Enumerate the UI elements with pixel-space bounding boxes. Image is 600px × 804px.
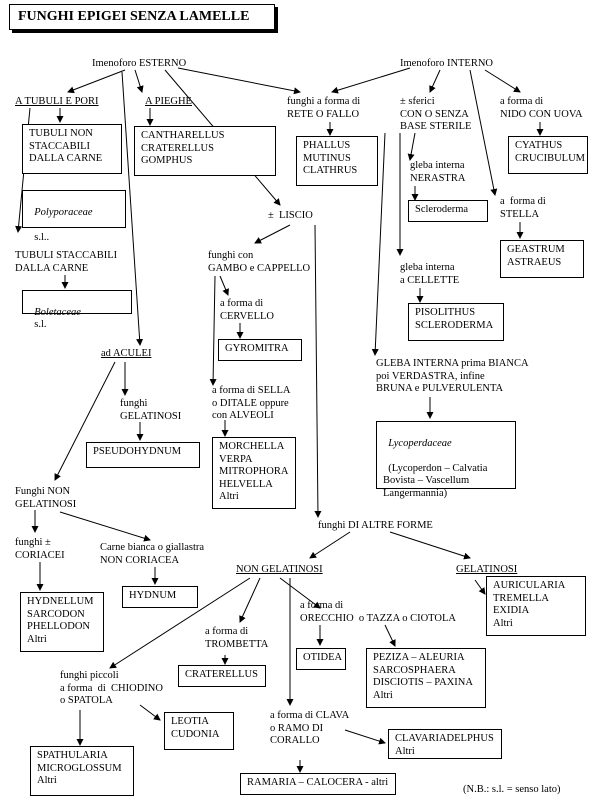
label-gleba-bianca: GLEBA INTERNA prima BIANCA poi VERDASTRA… [376, 358, 529, 394]
box-craterellus: CRATERELLUS [178, 665, 266, 687]
box-auricularia: AURICULARIA TREMELLA EXIDIA Altri [486, 576, 586, 636]
label-non-gelatinosi: NON GELATINOSI [236, 564, 323, 575]
box-pseudohydnum: PSEUDOHYDNUM [86, 442, 200, 468]
label-tubuli-staccabili: TUBULI STACCABILI DALLA CARNE [15, 250, 118, 274]
label-trombetta: a forma di TROMBETTA [205, 626, 269, 650]
label-clava-corallo: a forma di CLAVA o RAMO DI CORALLO [270, 710, 350, 746]
box-otidea: OTIDEA [296, 648, 346, 670]
diagram-title: FUNGHI EPIGEI SENZA LAMELLE [9, 4, 275, 30]
box-phallus: PHALLUS MUTINUS CLATHRUS [296, 136, 378, 186]
label-stella: a forma di STELLA [500, 196, 546, 220]
label-liscio: ± LISCIO [268, 210, 313, 221]
box-hydnellum: HYDNELLUM SARCODON PHELLODON Altri [20, 592, 104, 652]
box-scleroderma: Scleroderma [408, 200, 488, 222]
box-hydnum: HYDNUM [122, 586, 198, 608]
box-spathularia: SPATHULARIA MICROGLOSSUM Altri [30, 746, 134, 796]
box-tubuli-non-staccabili: TUBULI NON STACCABILI DALLA CARNE [22, 124, 122, 174]
box-polyporaceae: Polyporaceae s.l.. [22, 190, 126, 243]
polyporaceae-name: Polyporaceae [34, 206, 93, 218]
label-a-tubuli-e-pori: A TUBULI E PORI [15, 96, 99, 107]
label-imenoforo-interno: Imenoforo INTERNO [400, 58, 494, 69]
box-clavariadelphus: CLAVARIADELPHUS Altri [388, 729, 502, 759]
box-geastrum: GEASTRUM ASTRAEUS [500, 240, 584, 278]
box-morchella: MORCHELLA VERPA MITROPHORA HELVELLA Altr… [212, 437, 296, 509]
boletaceae-sl: s.l. [34, 319, 47, 330]
label-imenoforo-esterno: Imenoforo ESTERNO [92, 58, 187, 69]
label-coriacei: funghi ± CORIACEI [15, 537, 65, 561]
label-gambo-e-cappello: funghi con GAMBO e CAPPELLO [208, 250, 311, 274]
polyporaceae-sl: s.l.. [34, 231, 50, 243]
label-gleba-cellette: gleba interna a CELLETTE [400, 262, 460, 286]
box-gyromitra: GYROMITRA [218, 339, 302, 361]
label-sferici: ± sferici CON O SENZA BASE STERILE [400, 96, 472, 132]
label-funghi-non-gelatinosi: Funghi NON GELATINOSI [15, 486, 77, 510]
label-sella-ditale-alveoli: a forma di SELLA o DITALE oppure con ALV… [212, 385, 291, 421]
box-pisolithus: PISOLITHUS SCLERODERMA [408, 303, 504, 341]
label-cervello: a forma di CERVELLO [220, 298, 274, 322]
box-leotia: LEOTIA CUDONIA [164, 712, 234, 750]
label-nido-con-uova: a forma di NIDO CON UOVA [500, 96, 583, 120]
box-ramaria: RAMARIA – CALOCERA - altri [240, 773, 396, 795]
box-lycoperdaceae: Lycoperdaceae (Lycoperdon – Calvatia Bov… [376, 421, 516, 499]
label-gleba-nerastra: gleba interna NERASTRA [410, 160, 466, 184]
lycoperdaceae-list: (Lycoperdon – Calvatia Bovista – Vascell… [383, 462, 488, 499]
label-a-pieghe: A PIEGHE [145, 96, 192, 107]
label-orecchio-tazza-ciotola: a forma di ORECCHIO o TAZZA o CIOTOLA [300, 600, 456, 624]
label-chiodino-spatola: funghi piccoli a forma di CHIODINO o SPA… [60, 670, 163, 706]
lycoperdaceae-name: Lycoperdaceae [388, 437, 452, 449]
label-ad-aculei: ad ACULEI [101, 348, 152, 359]
footnote: (N.B.: s.l. = senso lato) [463, 784, 561, 795]
box-cantharellus: CANTHARELLUS CRATERELLUS GOMPHUS [134, 126, 276, 176]
box-cyathus: CYATHUS CRUCIBULUM [508, 136, 588, 174]
label-altre-forme: funghi DI ALTRE FORME [318, 520, 433, 531]
label-non-coriacea: Carne bianca o giallastra NON CORIACEA [100, 542, 205, 566]
box-boletaceae: Boletaceae s.l. [22, 290, 132, 330]
label-rete-o-fallo: funghi a forma di RETE O FALLO [287, 96, 361, 120]
label-gelatinosi: GELATINOSI [456, 564, 518, 575]
boletaceae-name: Boletaceae [34, 306, 81, 318]
box-peziza: PEZIZA – ALEURIA SARCOSPHAERA DISCIOTIS … [366, 648, 486, 708]
label-funghi-gelatinosi: funghi GELATINOSI [120, 398, 182, 422]
